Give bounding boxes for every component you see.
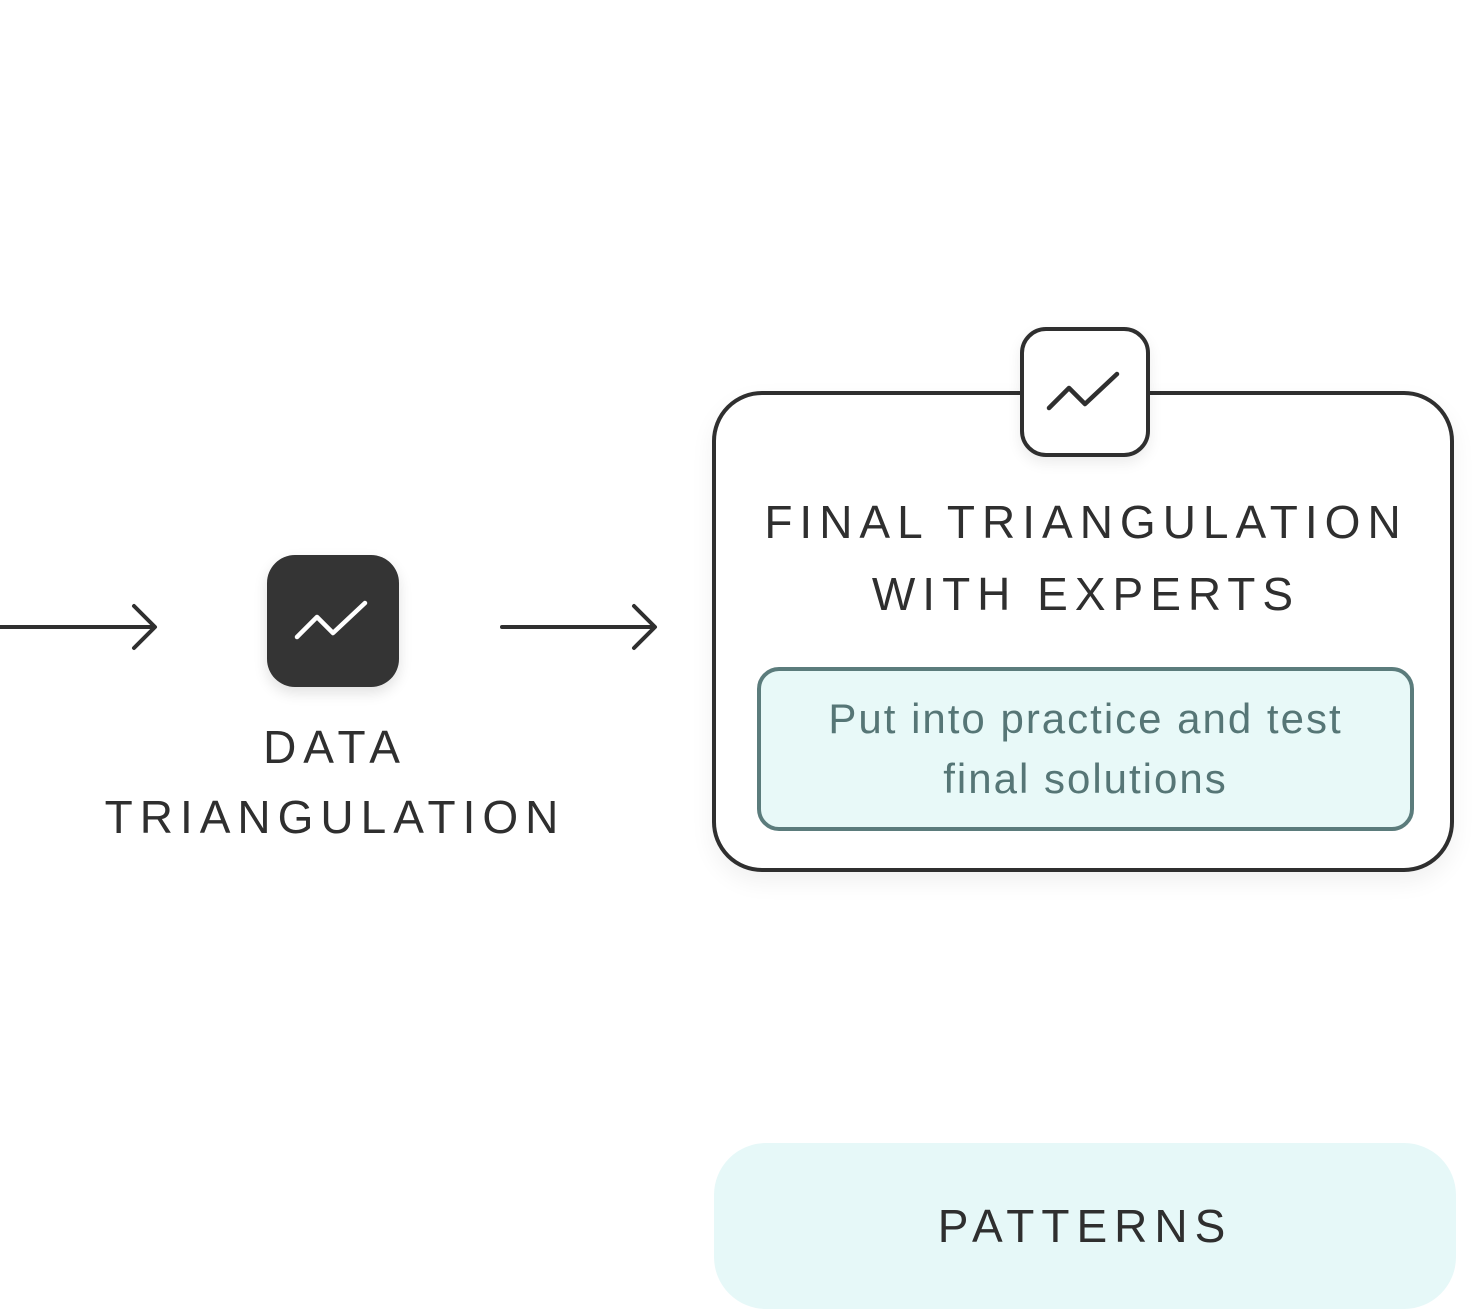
- trend-line-icon: [1046, 371, 1120, 411]
- final-triangulation-node-icon: [1020, 327, 1150, 457]
- final-triangulation-title: FINAL TRIANGULATION WITH EXPERTS: [764, 496, 1408, 620]
- final-triangulation-note: Put into practice and test final solutio…: [757, 667, 1414, 831]
- data-triangulation-label: DATA TRIANGULATION: [104, 721, 566, 843]
- data-triangulation-node-icon: [267, 555, 399, 687]
- trend-line-icon: [294, 600, 368, 640]
- connector-arrow: [500, 604, 657, 650]
- patterns-label: PATTERNS: [937, 1200, 1233, 1252]
- note-text: Put into practice and test final solutio…: [828, 695, 1343, 802]
- incoming-arrow: [0, 604, 157, 650]
- patterns-box: PATTERNS: [714, 1143, 1456, 1309]
